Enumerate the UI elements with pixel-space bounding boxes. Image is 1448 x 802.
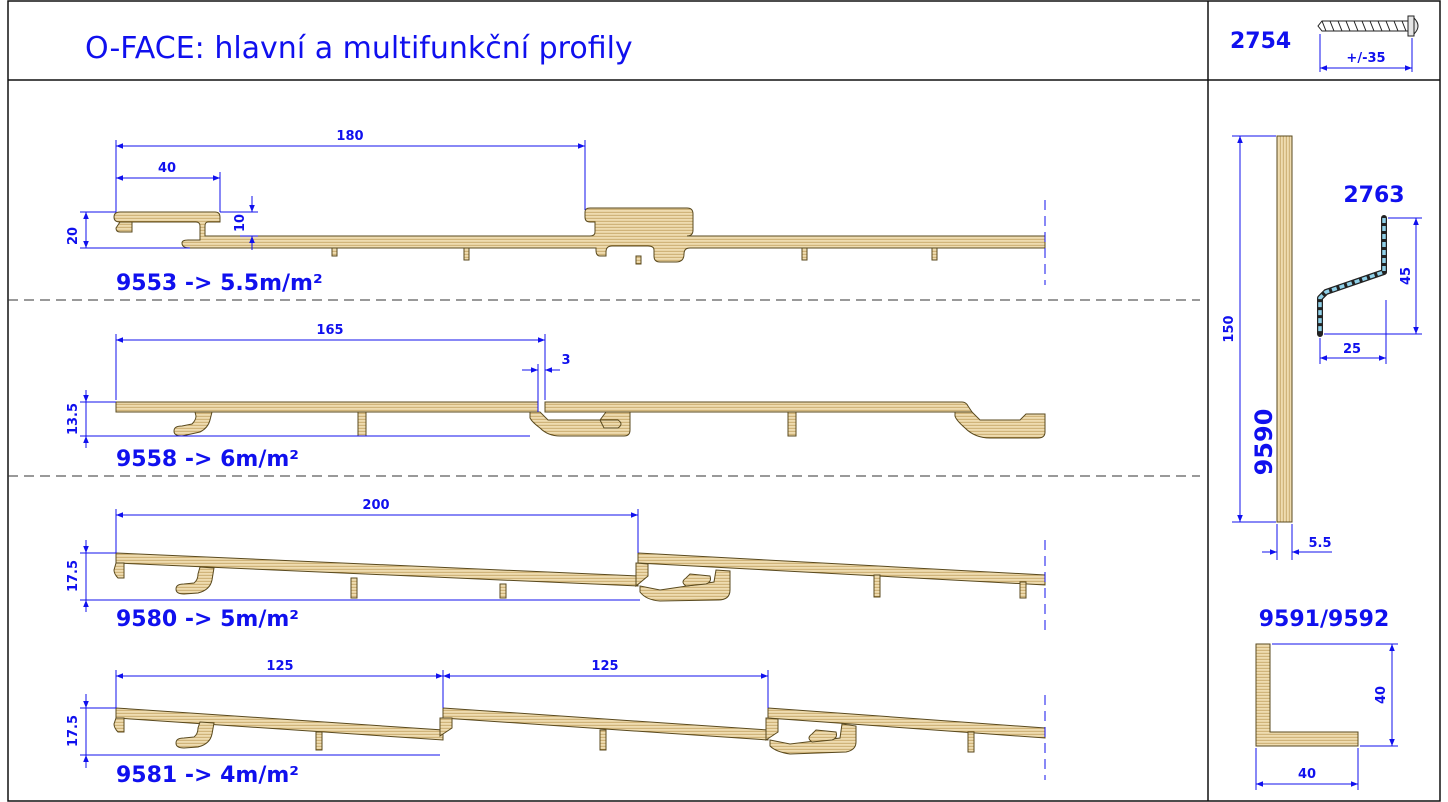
screw-code: 2754 — [1230, 29, 1291, 54]
screw-2754: 2754 +/-35 — [1230, 15, 1419, 72]
clip-code: 2763 — [1343, 183, 1404, 208]
dim-9553-overlap: 40 — [158, 161, 176, 176]
dim-9581-width-a: 125 — [266, 659, 293, 674]
clip-2763-shape — [1317, 215, 1387, 337]
corner-dimensions — [1255, 643, 1398, 790]
corner-9591-9592: 9591/9592 40 40 — [1255, 607, 1398, 790]
profile-9581-dimensions — [80, 670, 1046, 780]
batten-9590: 150 9590 5.5 — [1222, 135, 1332, 560]
profile-9558-shape — [115, 401, 1046, 439]
profile-9553-caption: 9553 -> 5.5m/m² — [116, 271, 323, 296]
profile-9581-caption: 9581 -> 4m/m² — [116, 763, 299, 788]
dim-9558-width: 165 — [316, 323, 343, 338]
frame — [7, 0, 1441, 802]
corner-width: 40 — [1298, 767, 1316, 782]
screw-dimension — [1319, 34, 1413, 72]
screw-icon — [1317, 15, 1419, 37]
dim-9558-gap: 3 — [561, 353, 570, 368]
clip-width: 25 — [1343, 342, 1361, 357]
profile-9558-dimensions — [80, 334, 560, 448]
screw-length: +/-35 — [1346, 51, 1385, 66]
dim-9558-height: 13.5 — [66, 403, 81, 435]
dim-9553-height: 20 — [66, 227, 81, 245]
profile-9580-dimensions — [80, 509, 1046, 630]
profile-9558-caption: 9558 -> 6m/m² — [116, 447, 299, 472]
profile-9580-shape — [113, 552, 1046, 602]
corner-code: 9591/9592 — [1259, 607, 1390, 632]
batten-thickness: 5.5 — [1308, 536, 1331, 551]
profile-9581: 125 125 17.5 9581 -> 4m/m² — [66, 659, 1046, 788]
dim-9580-width: 200 — [362, 498, 389, 513]
batten-9590-dimensions — [1232, 135, 1332, 560]
batten-code: 9590 — [1250, 409, 1278, 476]
profile-9553: 180 40 20 10 9553 -> 5.5m/m² — [66, 129, 1046, 296]
dim-9580-height: 17.5 — [66, 560, 81, 592]
batten-height: 150 — [1222, 315, 1237, 342]
profile-9558: 165 3 13.5 9558 -> 6m/m² — [66, 323, 1046, 472]
clip-2763-dimensions — [1319, 217, 1422, 364]
profile-9553-shape — [113, 207, 1046, 265]
clip-2763: 2763 45 25 — [1317, 183, 1422, 364]
dim-9553-step: 10 — [233, 214, 248, 232]
section-separators — [8, 299, 1200, 477]
clip-height: 45 — [1399, 267, 1414, 285]
dim-9553-width: 180 — [336, 129, 363, 144]
corner-shape — [1255, 643, 1359, 747]
corner-height: 40 — [1374, 686, 1389, 704]
profile-9553-dimensions — [80, 140, 1046, 285]
batten-9590-shape — [1276, 135, 1293, 523]
profile-9581-shape — [113, 707, 1046, 755]
profile-9580-caption: 9580 -> 5m/m² — [116, 607, 299, 632]
dim-9581-height: 17.5 — [66, 715, 81, 747]
dim-9581-width-b: 125 — [591, 659, 618, 674]
page-title: O-FACE: hlavní a multifunkční profily — [85, 31, 633, 66]
profile-9580: 200 17.5 9580 -> 5m/m² — [66, 498, 1046, 632]
